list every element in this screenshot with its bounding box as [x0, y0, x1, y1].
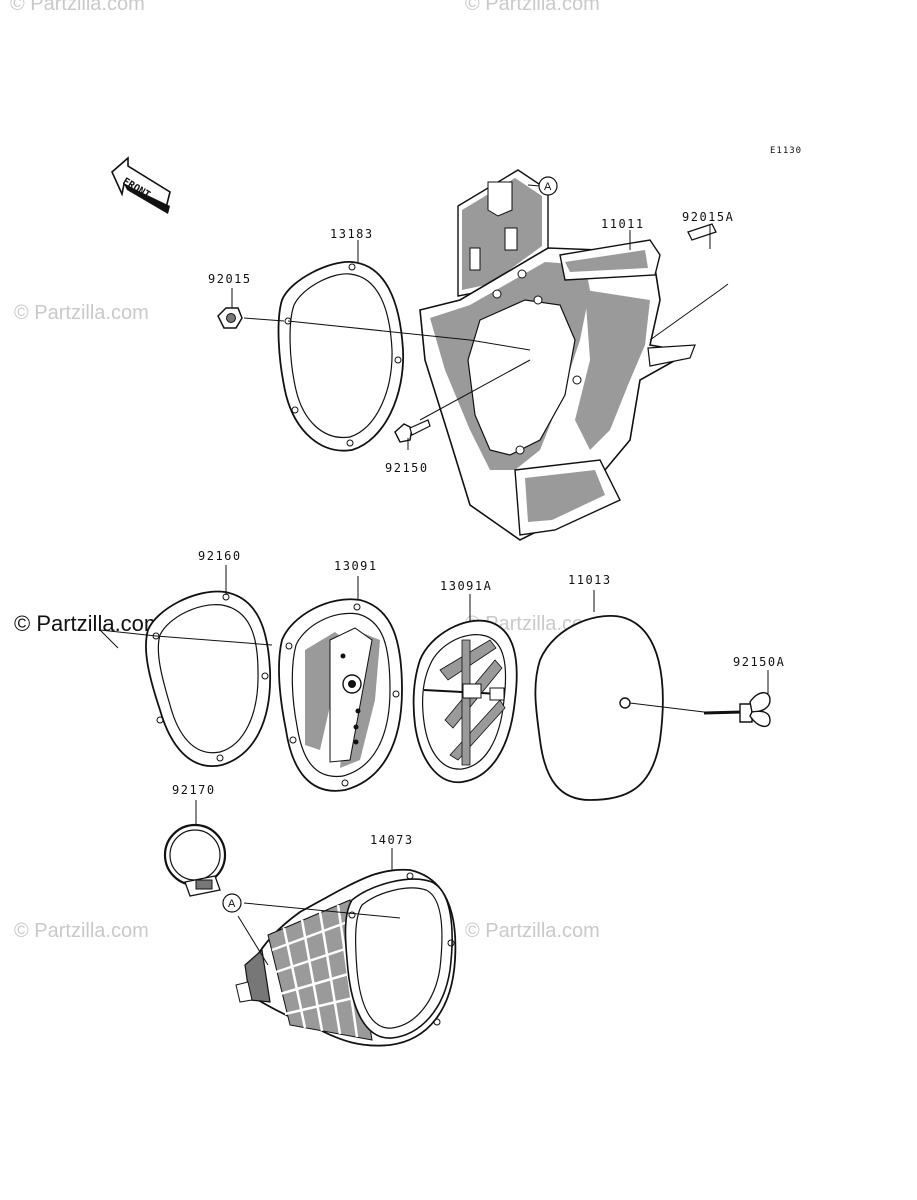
part-label-14073: 14073 — [370, 833, 414, 847]
part-label-13091: 13091 — [334, 559, 378, 573]
part-92150A-wing-bolt — [703, 692, 771, 727]
part-92015A-clip — [687, 223, 717, 241]
part-13091-holder — [278, 598, 403, 792]
part-14073-duct — [235, 868, 457, 1047]
watermark: © Partzilla.com — [465, 0, 600, 15]
part-label-92170: 92170 — [172, 783, 216, 797]
part-label-92015: 92015 — [208, 272, 252, 286]
diagram-code: E1130 — [770, 146, 802, 156]
ref-marker-bottom: A — [222, 893, 242, 913]
part-label-92150: 92150 — [385, 461, 429, 475]
leader-lines — [99, 184, 769, 966]
watermark: © Partzilla.com — [14, 302, 149, 324]
part-label-13183: 13183 — [330, 227, 374, 241]
part-11011-case — [419, 169, 696, 541]
part-label-92160: 92160 — [198, 549, 242, 563]
part-13091A-cage — [412, 619, 518, 783]
part-label-13091A: 13091A — [440, 579, 492, 593]
part-92170-clamp — [163, 823, 227, 897]
watermark: © Partzilla.com — [10, 0, 145, 15]
watermark: © Partzilla.com — [465, 920, 600, 942]
watermark: © Partzilla.com — [14, 920, 149, 942]
part-label-92015A: 92015A — [682, 210, 734, 224]
part-labels: 11011 92015A 13183 92015 92150 92160 130… — [172, 210, 785, 847]
part-label-92150A: 92150A — [733, 655, 785, 669]
watermark-dark: © Partzilla.com — [14, 611, 162, 636]
part-92160-gasket — [145, 590, 272, 767]
part-13183-gasket — [277, 261, 404, 452]
part-92015-nut — [217, 307, 243, 329]
part-label-11011: 11011 — [601, 217, 645, 231]
part-92150-bolt — [394, 419, 431, 443]
front-arrow-icon: FRONT — [111, 156, 171, 214]
part-label-11013: 11013 — [568, 573, 612, 587]
part-11013-filter — [534, 615, 664, 801]
ref-marker-label: A — [228, 898, 236, 910]
ref-marker-label: A — [544, 181, 552, 193]
ref-marker-top: A — [538, 176, 558, 196]
